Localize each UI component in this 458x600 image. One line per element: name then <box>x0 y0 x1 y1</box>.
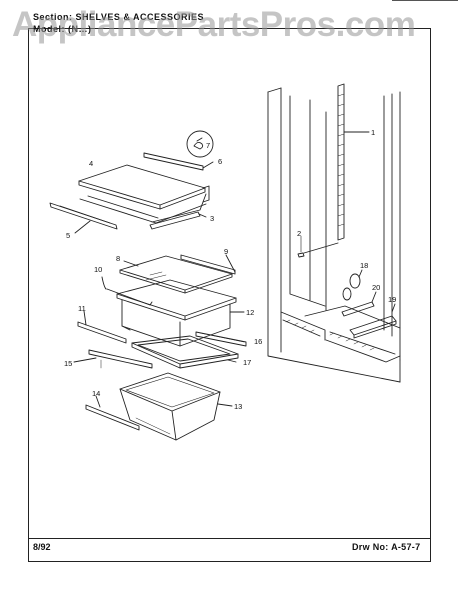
callout-1: 1 <box>371 128 375 137</box>
callout-3: 3 <box>210 214 214 223</box>
part-9-rail <box>180 254 236 275</box>
callout-11: 11 <box>78 304 86 313</box>
part-2-screw <box>297 235 339 258</box>
footer-divider <box>28 538 431 539</box>
part-16-slide <box>195 331 247 347</box>
callout-18: 18 <box>360 261 368 270</box>
model-value: (N…) <box>68 24 92 34</box>
callout-2: 2 <box>297 229 301 238</box>
part-13-crisper-drawer <box>119 372 233 441</box>
callout-13: 13 <box>234 402 242 411</box>
footer-drawing-number: Drw No: A-57-7 <box>352 542 420 552</box>
callout-15: 15 <box>64 359 72 368</box>
part-12-crisper-frame <box>116 279 245 347</box>
callout-4: 4 <box>89 159 93 168</box>
callout-12: 12 <box>246 308 254 317</box>
part-6-rear-rail <box>143 152 214 171</box>
top-edge-line <box>392 0 458 1</box>
part-1-ladder-rack <box>337 83 370 241</box>
part-14-rail <box>85 395 140 431</box>
callout-17: 17 <box>243 358 251 367</box>
part-3-bracket <box>149 211 207 230</box>
footer-date: 8/92 <box>33 542 51 552</box>
callout-7: 7 <box>206 141 210 150</box>
drawing-label: Drw No: <box>352 542 389 552</box>
callout-16: 16 <box>254 337 262 346</box>
part-19-slide-bracket <box>349 303 397 339</box>
part-5-front-trim <box>49 202 118 234</box>
part-17-tray <box>131 335 239 369</box>
callout-20: 20 <box>372 283 380 292</box>
callout-10: 10 <box>94 265 102 274</box>
diagram-frame <box>28 28 431 562</box>
section-title: SHELVES & ACCESSORIES <box>75 12 205 22</box>
drawing-number: A-57-7 <box>391 542 421 552</box>
part-11-rail <box>77 310 127 344</box>
model-label: Model: <box>33 24 65 34</box>
part-18-knob <box>342 269 363 301</box>
callout-6: 6 <box>218 157 222 166</box>
section-label: Section: <box>33 12 73 22</box>
part-8-glass-cover <box>119 255 233 294</box>
model-row: Model: (N…) <box>33 23 204 35</box>
callout-5: 5 <box>66 231 70 240</box>
callout-9: 9 <box>224 247 228 256</box>
section-row: Section: SHELVES & ACCESSORIES <box>33 11 204 23</box>
callout-14: 14 <box>92 389 100 398</box>
part-15-rail <box>73 349 153 369</box>
part-20-bracket <box>341 291 377 317</box>
callout-8: 8 <box>116 254 120 263</box>
page-header: Section: SHELVES & ACCESSORIES Model: (N… <box>33 11 204 35</box>
callout-19: 19 <box>388 295 396 304</box>
part-7-clip <box>186 130 214 158</box>
refrigerator-cabinet <box>267 87 401 383</box>
